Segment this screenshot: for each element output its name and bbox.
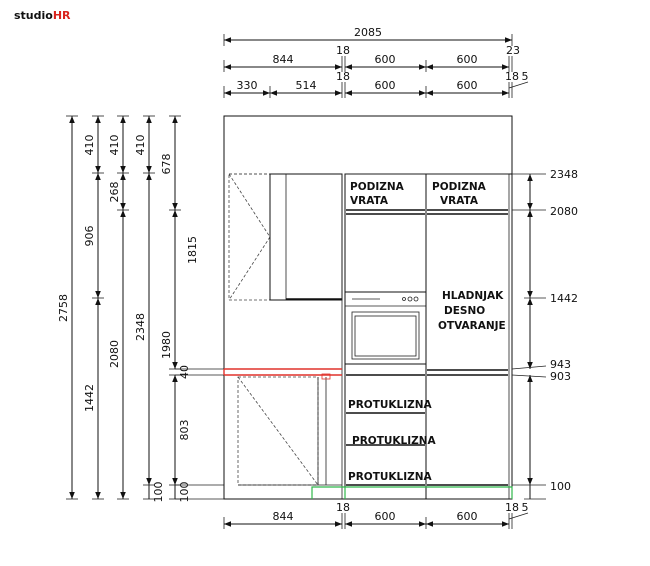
- dim-c5-1980: 1980: [160, 331, 173, 359]
- dim-row2-844: 844: [273, 53, 294, 66]
- dim-right-100: 100: [550, 480, 571, 493]
- dim-row3-18: 18: [336, 70, 350, 83]
- dim-row2-23: 23: [506, 44, 520, 57]
- brand-prefix: studio: [14, 9, 53, 22]
- dim-row3-5: 5: [522, 70, 529, 83]
- upper-corner-cabinet: [228, 173, 271, 301]
- dim-bottom-600a: 600: [375, 510, 396, 523]
- dim-c3-268: 268: [108, 182, 121, 203]
- brand-accent: HR: [52, 9, 71, 22]
- dim-bottom-18b: 18: [505, 501, 519, 514]
- brand-logo: studioHR: [14, 9, 71, 22]
- dim-right-2080: 2080: [550, 205, 578, 218]
- dim-row2-600a: 600: [375, 53, 396, 66]
- tall-column-left: [344, 173, 427, 500]
- dim-overall-width: 2085: [354, 26, 382, 39]
- dim-right-903: 903: [550, 370, 571, 383]
- dim-c5-40: 40: [178, 365, 191, 379]
- dim-row2-18: 18: [336, 44, 350, 57]
- dim-c2-906: 906: [83, 226, 96, 247]
- tall-column-right: [425, 173, 513, 500]
- dim-c3-410: 410: [108, 135, 121, 156]
- dim-c2-410: 410: [83, 135, 96, 156]
- dim-right-943: 943: [550, 358, 571, 371]
- dim-total-height: 2758: [57, 294, 70, 322]
- extension-lines: [175, 368, 224, 500]
- label-podizna-left-1: PODIZNA: [350, 181, 405, 193]
- label-fridge-3: OTVARANJE: [438, 320, 506, 332]
- dim-c5-803: 803: [178, 420, 191, 441]
- dim-bottom-844: 844: [273, 510, 294, 523]
- dim-row3-330: 330: [237, 79, 258, 92]
- top-dimensions: 2085 844 18 600 600 23 330 514 18 600 60…: [223, 26, 529, 98]
- dim-row3-600a: 600: [375, 79, 396, 92]
- dim-c4-100: 100: [152, 482, 165, 503]
- dim-c4-2348: 2348: [134, 313, 147, 341]
- dim-row3-514: 514: [296, 79, 317, 92]
- plinth-line: [311, 486, 513, 499]
- kitchen-elevation: [223, 115, 513, 500]
- left-dimensions: 2758 410 906 1442 410 268 2080 410 2348 …: [57, 115, 199, 503]
- dim-right-1442: 1442: [550, 292, 578, 305]
- dim-c5-100: 100: [178, 482, 191, 503]
- cabinet-labels: PODIZNA VRATA PODIZNA VRATA HLADNJAK DES…: [348, 181, 506, 483]
- label-fridge-1: HLADNJAK: [442, 290, 504, 302]
- dim-c4-410: 410: [134, 135, 147, 156]
- right-dimensions: 2348 2080 1442 943 903 100: [511, 168, 578, 500]
- dim-c2-1442: 1442: [83, 384, 96, 412]
- dim-right-2348: 2348: [550, 168, 578, 181]
- dim-c5-678: 678: [160, 154, 173, 175]
- dim-bottom-18: 18: [336, 501, 350, 514]
- label-drawer-1: PROTUKLIZNA: [348, 399, 433, 411]
- label-podizna-left-2: VRATA: [350, 195, 389, 207]
- bottom-dimensions: 844 18 600 600 18 5: [223, 501, 529, 529]
- dim-bottom-5: 5: [522, 501, 529, 514]
- label-podizna-right-2: VRATA: [440, 195, 479, 207]
- dim-c5-1815: 1815: [186, 236, 199, 264]
- dim-row3-600b: 600: [457, 79, 478, 92]
- label-podizna-right-1: PODIZNA: [432, 181, 487, 193]
- dim-c3-2080: 2080: [108, 340, 121, 368]
- label-fridge-2: DESNO: [444, 305, 485, 317]
- dim-row2-600b: 600: [457, 53, 478, 66]
- upper-wall-cabinet: [269, 173, 343, 301]
- dim-bottom-600b: 600: [457, 510, 478, 523]
- dim-row3-18b: 18: [505, 70, 519, 83]
- label-drawer-2: PROTUKLIZNA: [352, 435, 437, 447]
- oven: [344, 291, 427, 365]
- label-drawer-3: PROTUKLIZNA: [348, 471, 433, 483]
